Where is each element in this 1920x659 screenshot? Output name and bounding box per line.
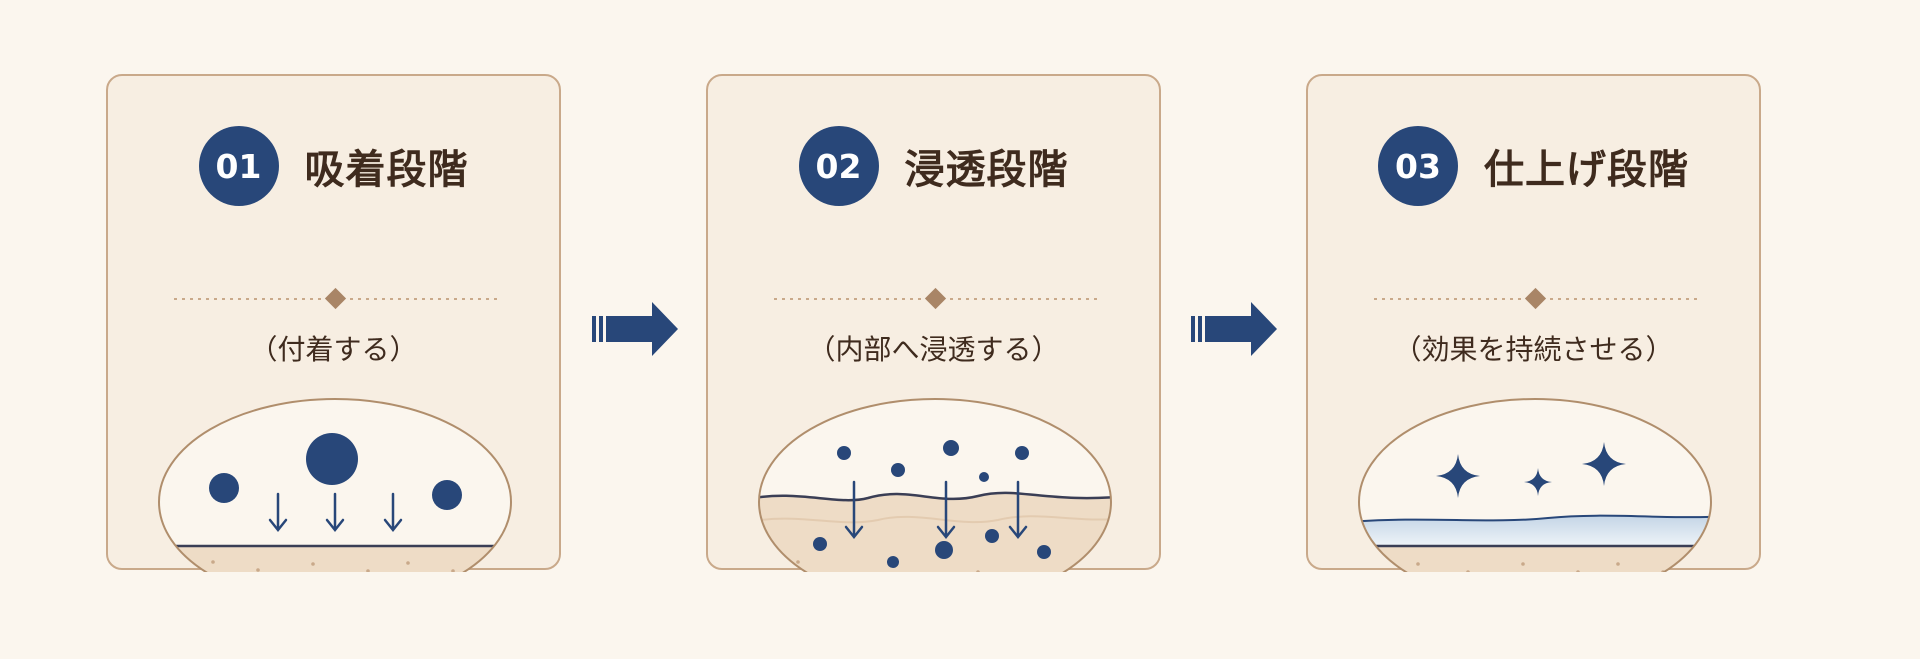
sparkle-icon	[1582, 442, 1626, 486]
stage-subtitle: （効果を持続させる）	[1393, 333, 1674, 366]
stage-subtitle: （内部へ浸透する）	[807, 333, 1060, 366]
finishing-illustration	[1358, 398, 1712, 572]
penetration-illustration	[758, 398, 1112, 572]
arrow-right-icon	[1191, 302, 1277, 356]
stage-number-badge: 01	[198, 126, 279, 206]
stage-subtitle: （付着する）	[249, 333, 418, 366]
dotted-divider	[1374, 287, 1697, 310]
stage-card-02: 02 浸透段階 （内部へ浸透する）	[706, 74, 1161, 572]
sparkle-icon	[1524, 468, 1552, 496]
stage-card-03: 03 仕上げ段階 （効果を持続させる）	[1306, 74, 1761, 572]
stage-number-badge: 03	[1378, 126, 1458, 206]
sparkle-icon	[1436, 454, 1480, 498]
stage-card-01: 01 吸着段階 （付着する）	[106, 74, 561, 572]
adsorption-illustration	[158, 398, 512, 572]
stage-header: 01 吸着段階	[108, 126, 559, 206]
arrow-right-icon	[592, 302, 678, 356]
stage-number-badge: 02	[798, 126, 879, 206]
stage-header: 03 仕上げ段階	[1308, 126, 1759, 206]
stage-title: 吸着段階	[304, 147, 469, 193]
dotted-divider	[774, 287, 1097, 310]
stage-title: 仕上げ段階	[1484, 147, 1689, 193]
dotted-divider	[174, 287, 497, 310]
stage-header: 02 浸透段階	[708, 126, 1159, 206]
stage-title: 浸透段階	[904, 147, 1069, 193]
